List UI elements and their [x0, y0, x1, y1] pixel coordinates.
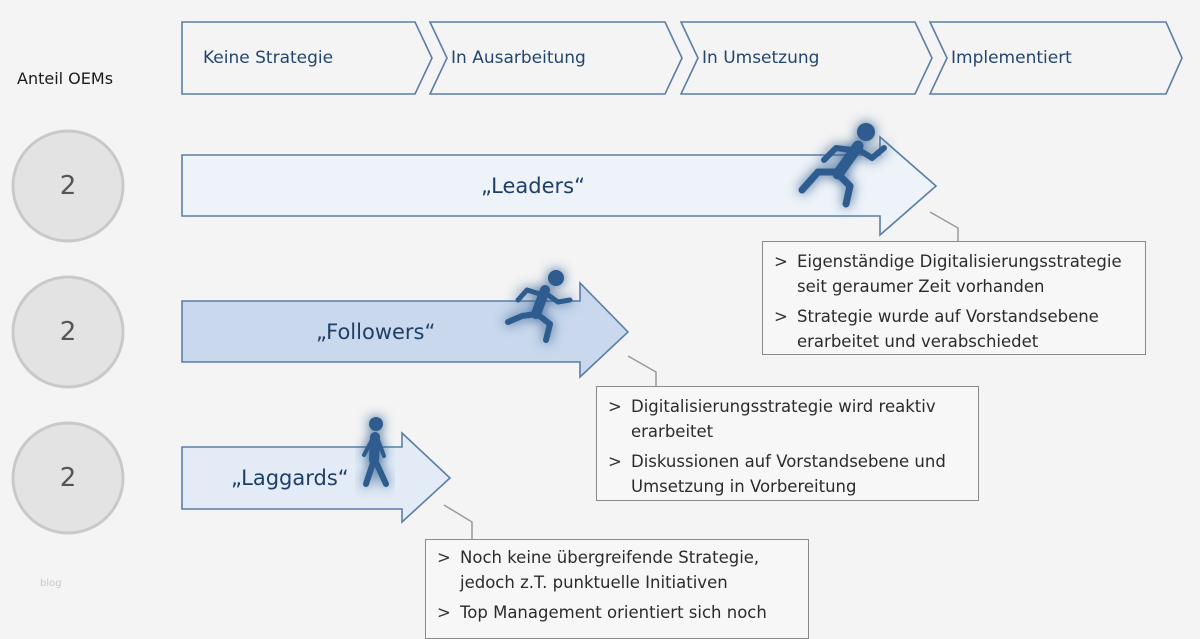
laggards-bullet-1: Noch keine übergreifende Strategie, jedo… [426, 545, 780, 595]
phase-label-3: In Umsetzung [702, 48, 820, 68]
followers-connector [627, 355, 657, 387]
runner-jog-icon [505, 270, 573, 343]
followers-bullet-2: Diskussionen auf Vorstandsebene und Umse… [597, 449, 961, 499]
phase-chevron-3 [679, 21, 933, 95]
leaders-label: „Leaders“ [481, 174, 585, 198]
phase-chevrons [181, 21, 1183, 95]
laggards-label: „Laggards“ [231, 466, 349, 490]
count-circles [11, 129, 125, 535]
followers-bullet-1: Digitalisierungsstrategie wird reaktiv e… [597, 394, 943, 444]
count-followers: 2 [59, 317, 77, 347]
runner-sprint-icon [798, 123, 887, 208]
phase-chevron-4 [928, 21, 1183, 95]
watermark: blog [40, 578, 62, 589]
count-laggards: 2 [59, 463, 77, 493]
laggards-bullet-2: Top Management orientiert sich noch [426, 600, 790, 625]
walker-icon [362, 417, 389, 487]
phase-chevron-1 [181, 21, 433, 95]
connectors [443, 211, 959, 540]
count-circle-laggards [11, 421, 125, 535]
leaders-bullet-1: Eigenständige Digitalisierungsstrategie … [763, 249, 1137, 299]
laggards-connector [443, 504, 473, 540]
followers-description-box: Digitalisierungsstrategie wird reaktiv e… [596, 386, 979, 501]
count-leaders: 2 [59, 171, 77, 201]
side-title: Anteil OEMs [17, 69, 114, 88]
phase-label-2: In Ausarbeitung [451, 48, 586, 68]
count-circle-leaders [11, 129, 125, 243]
phase-label-4: Implementiert [951, 48, 1072, 68]
followers-label: „Followers“ [316, 320, 436, 344]
followers-arrow [181, 281, 630, 379]
leaders-description-box: Eigenständige Digitalisierungsstrategie … [762, 241, 1146, 355]
phase-chevron-2 [428, 21, 683, 95]
laggards-description-box: Noch keine übergreifende Strategie, jedo… [425, 539, 809, 639]
leaders-connector [929, 211, 959, 242]
count-circle-followers [11, 275, 125, 389]
leaders-bullet-2: Strategie wurde auf Vorstandsebene erarb… [763, 304, 1137, 354]
phase-label-1: Keine Strategie [203, 48, 334, 68]
